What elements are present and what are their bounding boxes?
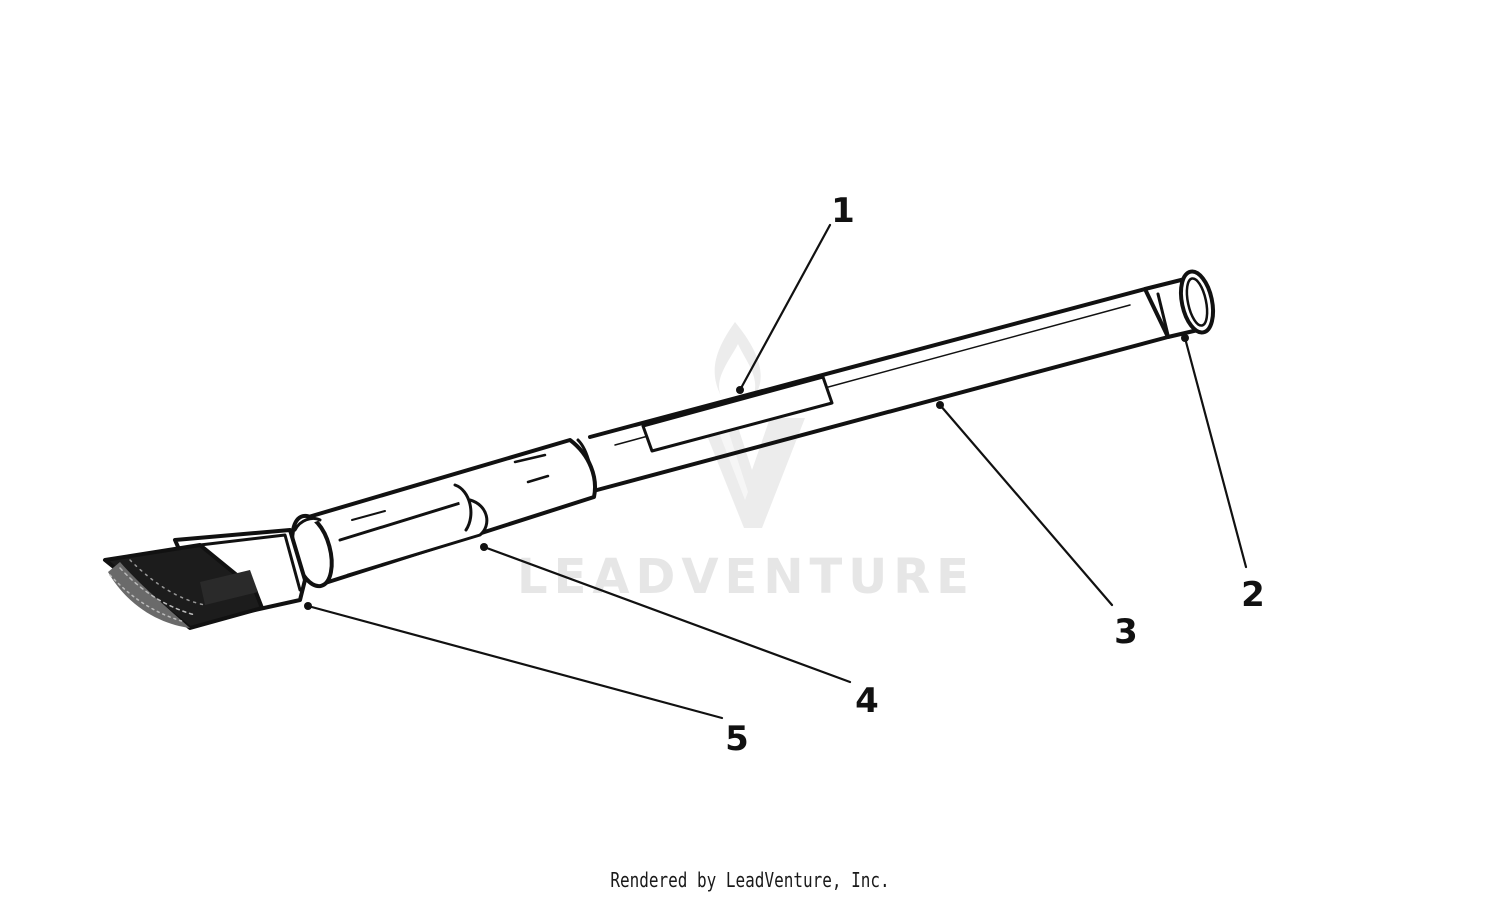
brush-head (103, 528, 307, 630)
leader-dots (304, 334, 1189, 610)
callout-5: 5 (725, 719, 749, 759)
leader-line-4 (482, 545, 852, 684)
leader-line-3 (938, 403, 1114, 607)
handle-sleeve (290, 438, 597, 589)
callout-3: 3 (1114, 612, 1138, 652)
brush-tool-drawing (103, 223, 1248, 720)
leader-line-1 (738, 223, 832, 392)
end-cap (1143, 269, 1216, 339)
watermark: LEADVENTURE (517, 322, 975, 605)
leader-line-5 (306, 604, 724, 720)
leader-line-2 (1183, 336, 1248, 569)
label-plate (641, 375, 834, 453)
callout-4: 4 (855, 681, 879, 721)
leader-lines (306, 223, 1248, 720)
footer-credit: Rendered by LeadVenture, Inc. (610, 868, 890, 892)
callout-labels: 1 2 3 4 5 (725, 191, 1265, 759)
callout-1: 1 (831, 191, 855, 231)
watermark-logo-icon (700, 322, 805, 528)
watermark-text: LEADVENTURE (517, 549, 975, 605)
callout-2: 2 (1241, 575, 1265, 615)
shaft (588, 287, 1170, 492)
